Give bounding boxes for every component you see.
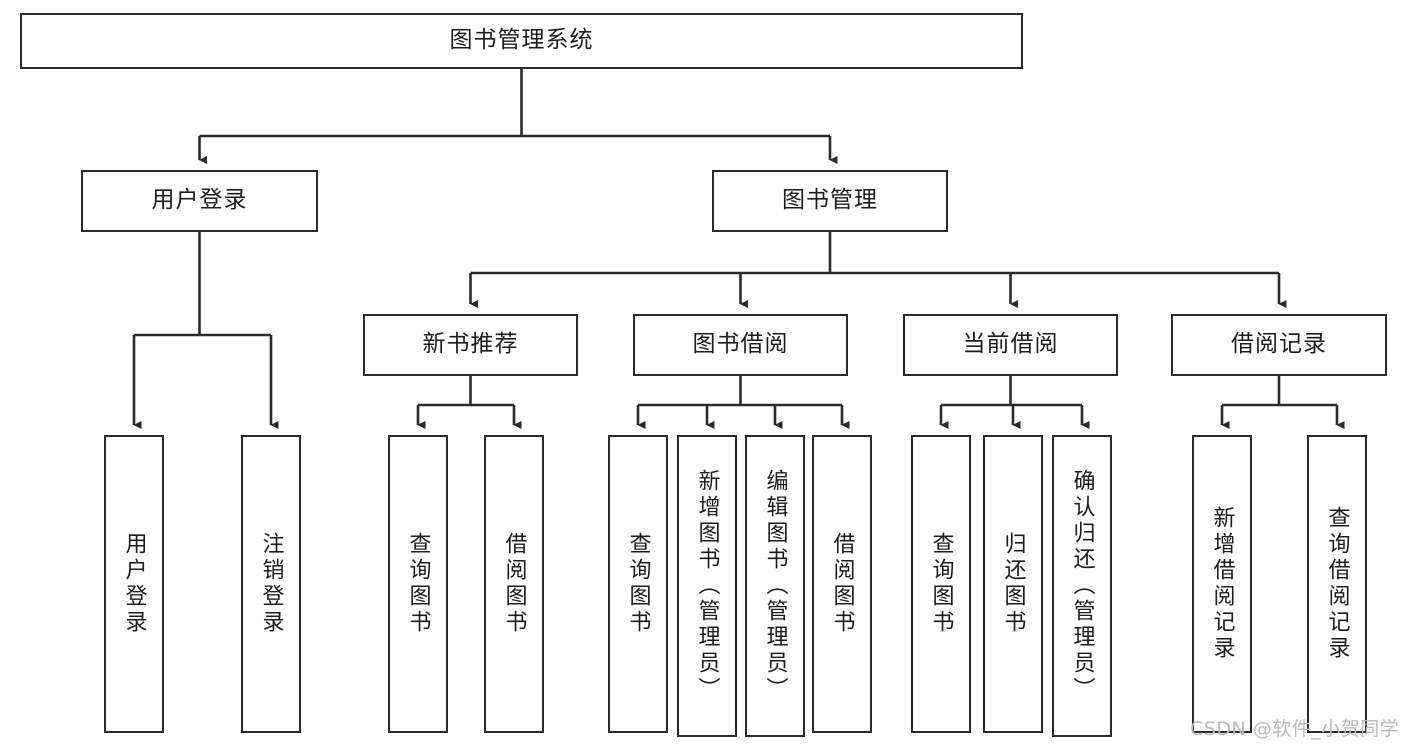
node-book-manage[interactable]: 图书管理: [712, 170, 948, 232]
node-leaf-user-login-label: 用户登录: [121, 532, 147, 636]
node-current-borrow-label: 当前借阅: [962, 331, 1059, 358]
node-user-login[interactable]: 用户登录: [81, 170, 318, 232]
node-new-book-rec-label: 新书推荐: [422, 331, 519, 358]
node-leaf-query-book-current-label: 查询图书: [928, 532, 954, 636]
node-leaf-borrow-book[interactable]: 借阅图书: [812, 435, 872, 733]
node-current-borrow[interactable]: 当前借阅: [903, 314, 1118, 376]
node-leaf-return-book[interactable]: 归还图书: [983, 435, 1043, 733]
node-leaf-confirm-return[interactable]: 确认归还（管理员）: [1052, 435, 1112, 737]
node-book-borrow-label: 图书借阅: [692, 331, 789, 358]
node-leaf-query-book-borrow-label: 查询图书: [625, 532, 651, 636]
node-new-book-rec[interactable]: 新书推荐: [363, 314, 578, 376]
node-leaf-logout-label: 注销登录: [258, 532, 284, 636]
node-book-manage-label: 图书管理: [782, 187, 878, 214]
node-leaf-add-record-label: 新增借阅记录: [1209, 506, 1235, 662]
node-borrow-record[interactable]: 借阅记录: [1171, 314, 1387, 376]
node-user-login-label: 用户登录: [151, 187, 248, 214]
node-root-system[interactable]: 图书管理系统: [20, 13, 1023, 69]
node-leaf-borrow-book-label: 借阅图书: [829, 532, 855, 636]
node-leaf-borrow-book-rec[interactable]: 借阅图书: [484, 435, 544, 733]
node-leaf-query-record[interactable]: 查询借阅记录: [1307, 435, 1367, 733]
node-leaf-borrow-book-rec-label: 借阅图书: [501, 532, 527, 636]
node-borrow-record-label: 借阅记录: [1231, 331, 1327, 358]
node-leaf-query-book-borrow[interactable]: 查询图书: [608, 435, 668, 733]
node-leaf-add-record[interactable]: 新增借阅记录: [1192, 435, 1252, 733]
node-leaf-add-book-label: 新增图书（管理员）: [694, 469, 720, 703]
node-book-borrow[interactable]: 图书借阅: [633, 314, 848, 376]
node-leaf-edit-book-label: 编辑图书（管理员）: [762, 469, 788, 703]
node-root-label: 图书管理系统: [449, 27, 594, 54]
node-leaf-user-login[interactable]: 用户登录: [104, 435, 164, 733]
node-leaf-query-book-rec-label: 查询图书: [405, 532, 431, 636]
node-leaf-query-book-rec[interactable]: 查询图书: [388, 435, 448, 733]
csdn-watermark: CSDN @软件_小贺同学: [1190, 718, 1400, 740]
node-leaf-logout[interactable]: 注销登录: [241, 435, 301, 733]
node-leaf-add-book[interactable]: 新增图书（管理员）: [677, 435, 737, 737]
node-leaf-query-book-current[interactable]: 查询图书: [911, 435, 971, 733]
node-leaf-query-record-label: 查询借阅记录: [1324, 506, 1350, 662]
node-leaf-confirm-return-label: 确认归还（管理员）: [1069, 469, 1095, 703]
node-leaf-edit-book[interactable]: 编辑图书（管理员）: [745, 435, 805, 737]
node-leaf-return-book-label: 归还图书: [1000, 532, 1026, 636]
